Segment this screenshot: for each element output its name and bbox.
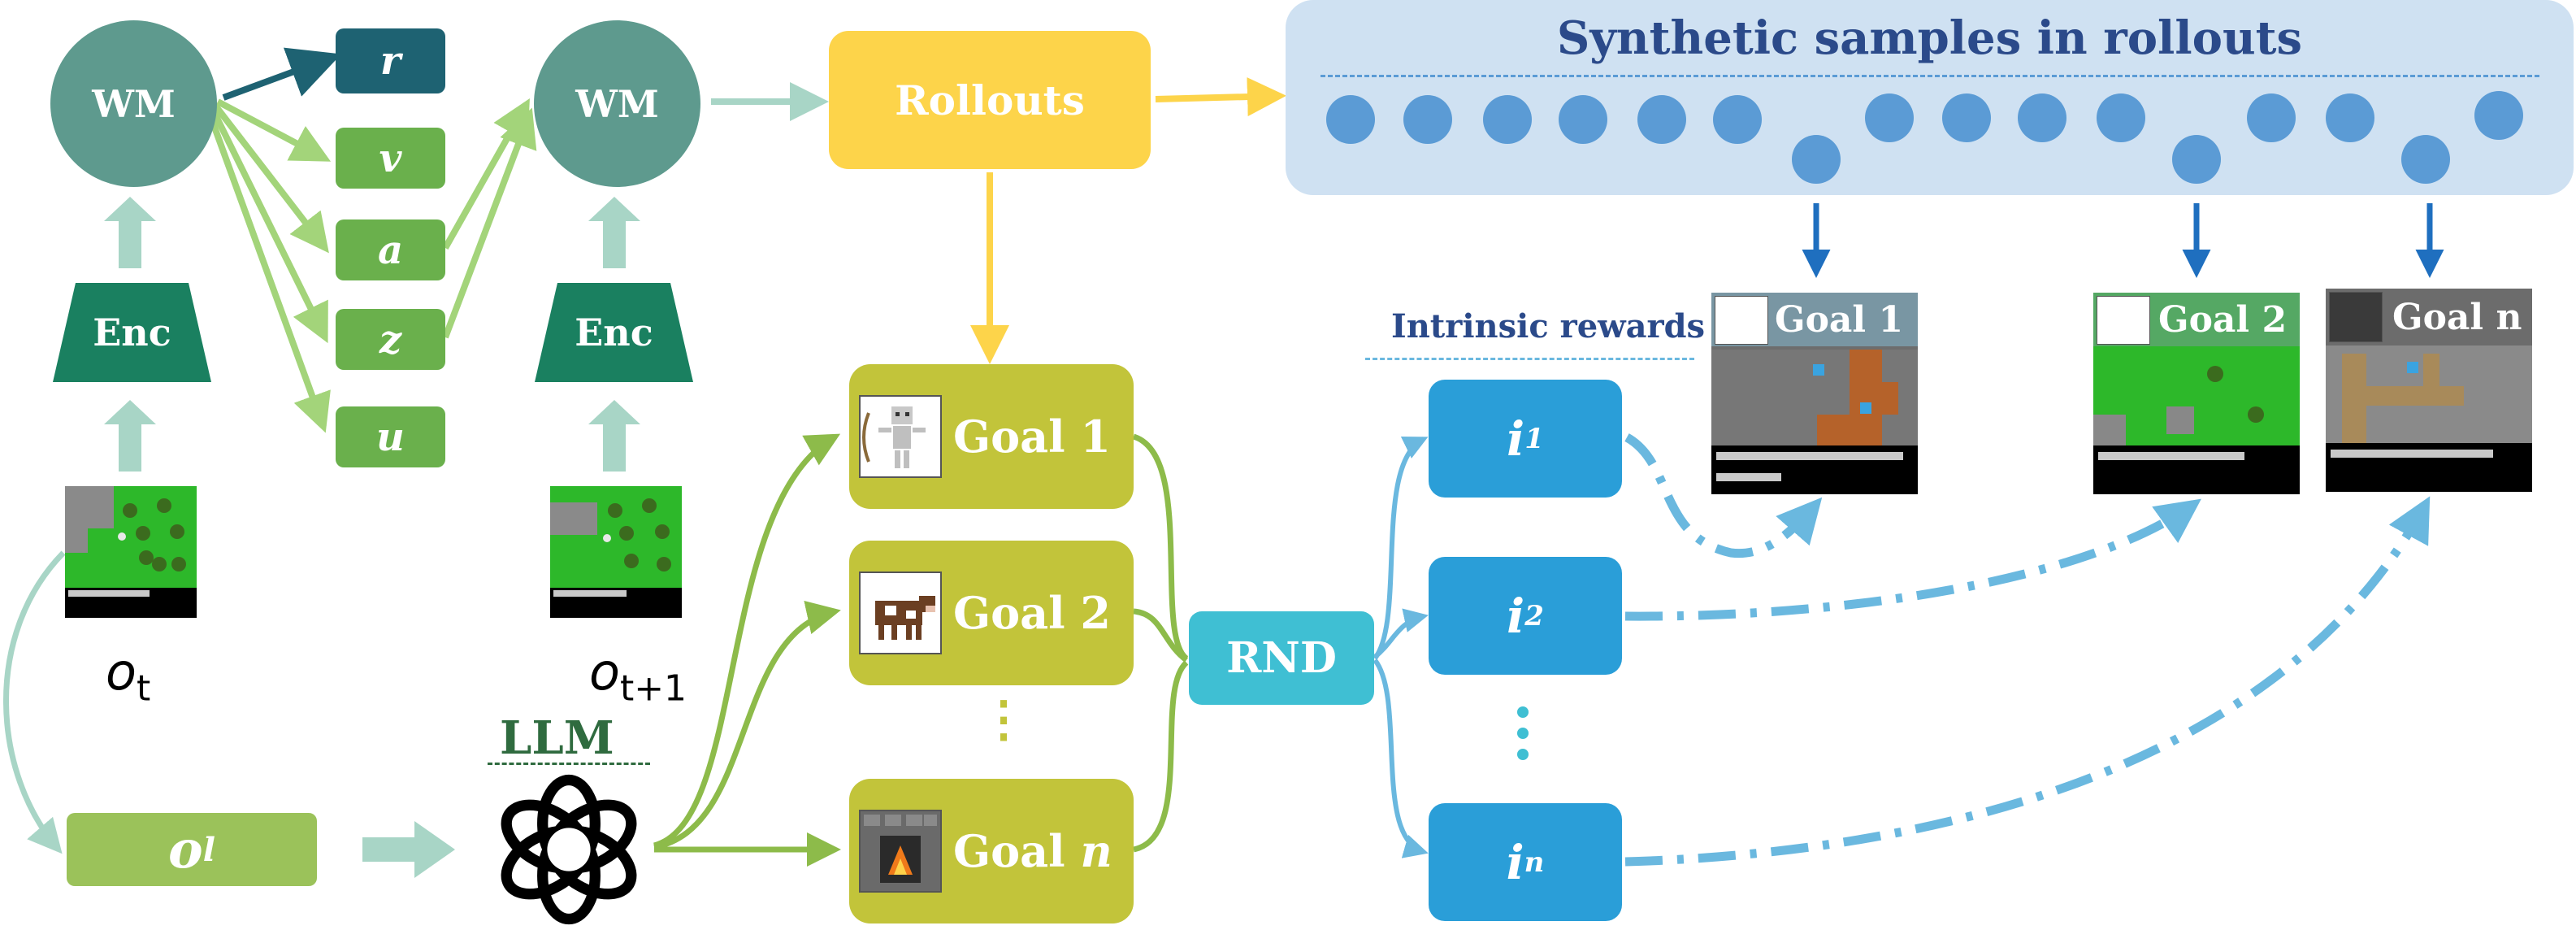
rnd-to-rewards-arrows: [1373, 437, 1429, 858]
sample-dot-selected: [2401, 135, 2450, 184]
observation-t1-label: ot+1: [589, 642, 687, 710]
llm-label: LLM: [500, 711, 614, 765]
synthetic-samples-title: Synthetic samples in rollouts: [1556, 11, 2303, 65]
observation-t-screenshot: [65, 486, 197, 618]
sample-dot: [1942, 93, 1991, 142]
wm-output-arrows: [206, 47, 342, 433]
reward-ellipsis-dots: [1516, 706, 1529, 763]
sample-dot: [1865, 93, 1914, 142]
observation-t-label: ot: [106, 642, 151, 710]
goal-1-node: Goal 1: [849, 364, 1134, 509]
goal-2-label: Goal 2: [953, 587, 1112, 639]
llm-underline: [488, 763, 650, 765]
sample-dot: [1637, 95, 1686, 144]
skeleton-icon: [1715, 296, 1768, 345]
goal-n-label: Goal n: [953, 825, 1112, 877]
reward-output-r: r: [336, 28, 445, 93]
openai-logo-icon: [492, 772, 646, 927]
sample-dot: [1559, 95, 1607, 144]
furnace-icon: [859, 810, 942, 893]
samples-to-goal-arrows: [1802, 203, 2444, 278]
encoder-next-label: Enc: [575, 311, 653, 354]
encoder-arrows: [104, 197, 640, 472]
sample-dot: [1403, 95, 1452, 144]
rollouts-node: Rollouts: [829, 31, 1151, 169]
sample-dot-selected: [1792, 135, 1841, 184]
goal-1-sample-label: Goal 1: [1775, 299, 1904, 341]
goal-1-label: Goal 1: [953, 411, 1112, 463]
synthetic-samples-divider: [1321, 75, 2539, 77]
output-u: u: [336, 406, 445, 467]
cow-icon: [2097, 296, 2150, 345]
sample-dot: [2018, 93, 2066, 142]
goal-1-sample-screenshot: Goal 1: [1711, 293, 1918, 494]
goal-2-sample-screenshot: Goal 2: [2093, 293, 2300, 494]
intrinsic-rewards-label: Intrinsic rewards: [1391, 307, 1706, 345]
action-output-a: a: [336, 219, 445, 280]
world-model-next-label: WM: [575, 81, 659, 126]
action-latent-arrows: [442, 98, 537, 339]
sample-dot: [2326, 93, 2374, 142]
cow-icon: [859, 571, 942, 654]
skeleton-icon: [859, 395, 942, 478]
sample-dot-selected: [2172, 135, 2221, 184]
encoder-next-node: Enc: [535, 283, 693, 382]
sample-dot: [2097, 93, 2145, 142]
goal-n-sample-label: Goal n: [2392, 297, 2522, 338]
llm-to-goals-arrows: [653, 433, 841, 867]
rollouts-to-samples-arrow: [1155, 77, 1286, 117]
language-to-llm-arrow: [362, 821, 455, 878]
world-model-next-node: WM: [534, 20, 700, 187]
goals-to-rnd-lines: [1132, 433, 1189, 853]
world-model-label: WM: [92, 81, 176, 126]
sample-dot: [2247, 93, 2296, 142]
encoder-node: Enc: [53, 283, 211, 382]
observation-to-language-arrow: [3, 550, 66, 854]
furnace-icon: [2329, 292, 2383, 342]
goal-n-sample-screenshot: Goal n: [2326, 289, 2532, 492]
goal-ellipsis: ⋮: [979, 691, 1028, 748]
encoder-next-trapezoid: [535, 283, 693, 382]
intrinsic-rewards-underline: [1365, 358, 1694, 360]
reward-to-goal-links: [1624, 433, 2431, 867]
encoder-label: Enc: [93, 311, 171, 354]
value-output-v: v: [336, 128, 445, 189]
sample-dot: [1326, 95, 1375, 144]
goal-2-node: Goal 2: [849, 541, 1134, 685]
rnd-node: RND: [1189, 611, 1374, 705]
goal-n-node: Goal n: [849, 779, 1134, 923]
latent-output-z: z: [336, 309, 445, 370]
sample-dot: [2474, 91, 2523, 140]
goal-2-sample-label: Goal 2: [2158, 299, 2288, 341]
sample-dot: [1483, 95, 1532, 144]
observation-t1-screenshot: [550, 486, 682, 618]
world-model-node: WM: [50, 20, 217, 187]
sample-dot: [1713, 95, 1762, 144]
encoder-trapezoid: [53, 283, 211, 382]
